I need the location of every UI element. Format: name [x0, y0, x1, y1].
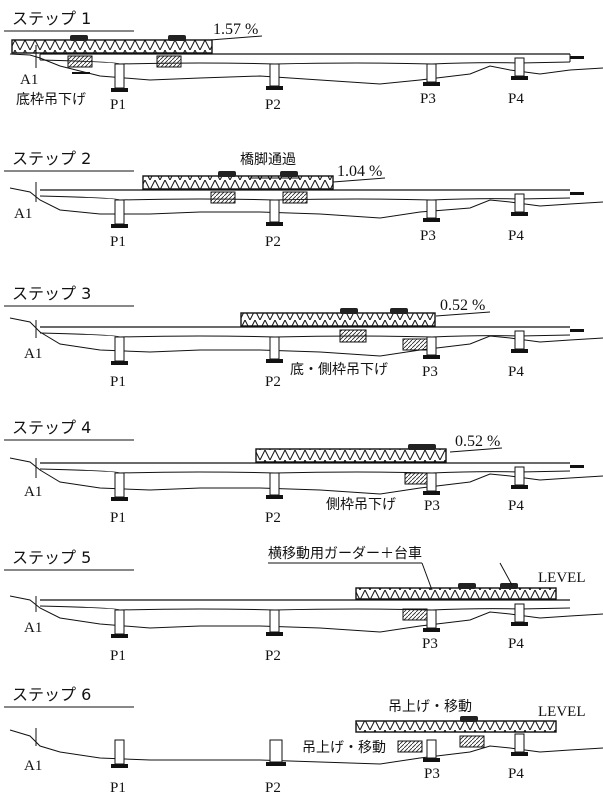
step-2: ステップ 2 1 — [4, 149, 603, 250]
step-note: 底枠吊下げ — [16, 92, 86, 108]
pier-marks — [35, 728, 528, 768]
gradient-label: 0.52 % — [455, 433, 500, 450]
gradient-marker: 0.52 % — [449, 433, 503, 453]
step-title: ステップ 5 — [12, 548, 91, 567]
gradient-label: LEVEL — [538, 570, 585, 586]
bridge-deck — [39, 462, 584, 474]
truss-girder — [142, 171, 334, 190]
gradient-marker: 1.57 % — [209, 21, 263, 41]
form-car — [210, 191, 308, 204]
pier-label-a1: A1 — [24, 620, 42, 636]
bridge-deck — [39, 53, 584, 65]
form-car — [397, 735, 485, 753]
gradient-label: 1.57 % — [213, 21, 258, 38]
step-6: ステップ 6 吊上げ・移動 吊上げ・移動 LEVEL A1 P1 — [4, 685, 603, 796]
pier-label-p3: P3 — [424, 766, 440, 782]
pier-label-p4: P4 — [508, 766, 524, 782]
pier-label-p4: P4 — [508, 228, 524, 244]
step-5: ステップ 5 横移動用ガーダー＋台車 — [4, 545, 603, 664]
bridge-deck — [39, 599, 571, 611]
gradient-label: 1.04 % — [337, 163, 382, 180]
pier-label-p1: P1 — [110, 648, 126, 664]
form-car — [339, 329, 428, 351]
pier-label-p1: P1 — [110, 780, 126, 796]
pier-label-p4: P4 — [508, 636, 524, 652]
pier-label-p1: P1 — [110, 234, 126, 250]
form-car — [402, 608, 428, 621]
truss-girder — [355, 583, 557, 600]
pier-label-p2: P2 — [265, 97, 281, 113]
pier-label-p2: P2 — [265, 648, 281, 664]
pier-label-p3: P3 — [422, 636, 438, 652]
gradient-marker: 1.04 % — [332, 163, 386, 183]
step-title: ステップ 2 — [12, 149, 91, 168]
pier-marks — [35, 320, 528, 365]
step-note: 側枠吊下げ — [326, 497, 396, 513]
gradient-label: 0.52 % — [440, 297, 485, 314]
pier-label-p3: P3 — [420, 91, 436, 107]
step-title: ステップ 3 — [12, 284, 91, 303]
step-note: 横移動用ガーダー＋台車 — [268, 545, 422, 562]
step-title: ステップ 1 — [12, 9, 91, 28]
pier-label-p2: P2 — [265, 374, 281, 390]
bridge-deck — [39, 326, 584, 338]
step-1: ステップ 1 — [4, 9, 603, 113]
step-title: ステップ 4 — [12, 418, 91, 437]
pier-marks — [35, 458, 528, 501]
step-note: 橋脚通過 — [240, 152, 296, 168]
pier-label-p4: P4 — [508, 91, 524, 107]
step-title: ステップ 6 — [12, 685, 91, 704]
step-3: ステップ 3 0 — [4, 284, 603, 390]
pier-label-p3: P3 — [424, 498, 440, 514]
pier-marks — [35, 596, 528, 638]
pier-label-p3: P3 — [422, 364, 438, 380]
pier-label-p2: P2 — [265, 234, 281, 250]
pier-label-p3: P3 — [420, 228, 436, 244]
note-leader — [499, 562, 513, 586]
step-note: 吊上げ・移動 — [388, 699, 472, 715]
gradient-arrow — [449, 447, 503, 453]
truss-girder — [11, 35, 213, 54]
pier-label-p4: P4 — [508, 364, 524, 380]
pier-label-a1: A1 — [24, 346, 42, 362]
pier-marks — [35, 45, 528, 92]
step-note: 底・側枠吊下げ — [290, 362, 388, 378]
truss-girder — [355, 716, 557, 733]
gradient-marker: 0.52 % — [435, 297, 491, 317]
step-note: 吊上げ・移動 — [302, 740, 386, 756]
pier-label-p2: P2 — [265, 510, 281, 526]
form-car — [404, 472, 430, 485]
pier-label-p4: P4 — [508, 498, 524, 514]
note-leader — [421, 562, 433, 591]
truss-girder — [255, 444, 447, 463]
pier-label-p1: P1 — [110, 97, 126, 113]
pier-marks — [35, 182, 528, 228]
pier-label-p2: P2 — [265, 780, 281, 796]
pier-label-a1: A1 — [20, 72, 38, 88]
gradient-arrow — [332, 177, 386, 183]
step-4: ステップ 4 0.52 % — [4, 418, 603, 526]
pier-label-p1: P1 — [110, 374, 126, 390]
truss-girder — [240, 308, 436, 327]
form-car — [67, 55, 182, 74]
gradient-arrow — [209, 35, 263, 41]
pier-label-a1: A1 — [14, 206, 32, 222]
bridge-deck — [39, 189, 584, 201]
gradient-arrow — [435, 311, 491, 317]
pier-label-p1: P1 — [110, 510, 126, 526]
pier-label-a1: A1 — [24, 484, 42, 500]
gradient-label: LEVEL — [538, 704, 585, 720]
ground-line — [9, 595, 603, 633]
pier-label-a1: A1 — [24, 758, 42, 774]
